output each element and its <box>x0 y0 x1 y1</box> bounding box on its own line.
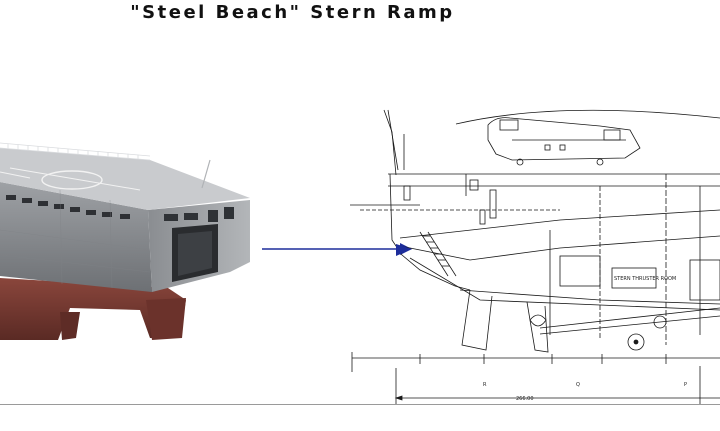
rudder <box>60 312 80 340</box>
dimension-label: 266.00 <box>516 396 534 402</box>
mast <box>201 159 211 189</box>
skeg <box>146 298 186 340</box>
helicopter-outline <box>455 109 720 166</box>
stern-section-drawing <box>350 109 720 404</box>
ramp-marker-icon <box>396 244 412 256</box>
stern-windows <box>164 207 234 222</box>
room-label: STERN THRUSTER ROOM <box>614 276 676 282</box>
pointer-arrow <box>262 243 412 255</box>
side-windows <box>6 195 130 219</box>
frame-label-r: R <box>483 382 487 388</box>
lower-hull-red <box>0 278 186 340</box>
frame-label-p: P <box>684 382 687 388</box>
flight-deck <box>0 148 250 210</box>
ship-render <box>0 142 250 340</box>
page-title: "Steel Beach" Stern Ramp <box>130 2 455 23</box>
hull-side <box>0 182 152 292</box>
bottom-divider <box>0 404 720 405</box>
deck-line-marking <box>9 167 141 191</box>
deck-railing <box>0 142 151 161</box>
frame-label-q: Q <box>576 382 580 388</box>
deck-circle-marking <box>41 170 103 190</box>
